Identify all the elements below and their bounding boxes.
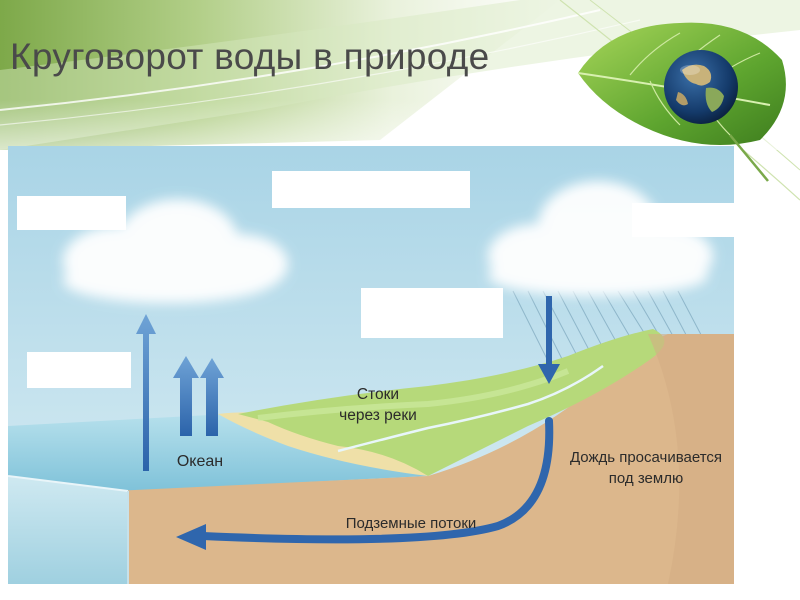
runoff-label-line2: через реки bbox=[339, 407, 417, 424]
answer-box-right-cloud[interactable] bbox=[632, 203, 736, 237]
globe-icon bbox=[664, 50, 738, 124]
answer-box-top-center[interactable] bbox=[272, 171, 470, 208]
answer-box-rain[interactable] bbox=[361, 288, 503, 338]
runoff-label: Стоки через реки bbox=[318, 384, 438, 426]
groundwater-label: Подземные потоки bbox=[345, 515, 477, 532]
percolation-label-line2: под землю bbox=[608, 470, 684, 487]
percolation-label: Дождь просачивается под землю bbox=[556, 447, 736, 489]
groundwater-arrow bbox=[199, 417, 554, 544]
answer-box-left-cloud[interactable] bbox=[17, 196, 126, 230]
runoff-label-line1: Стоки bbox=[356, 386, 400, 403]
slide-title: Круговорот воды в природе bbox=[10, 36, 490, 77]
right-cloud bbox=[488, 181, 713, 296]
left-cloud bbox=[63, 199, 288, 303]
rain-arrow bbox=[538, 296, 560, 384]
answer-box-evaporation[interactable] bbox=[27, 352, 131, 388]
percolation-label-line1: Дождь просачивается bbox=[569, 449, 723, 466]
ocean-label: Океан bbox=[176, 453, 224, 470]
evaporation-arrows bbox=[136, 314, 224, 471]
